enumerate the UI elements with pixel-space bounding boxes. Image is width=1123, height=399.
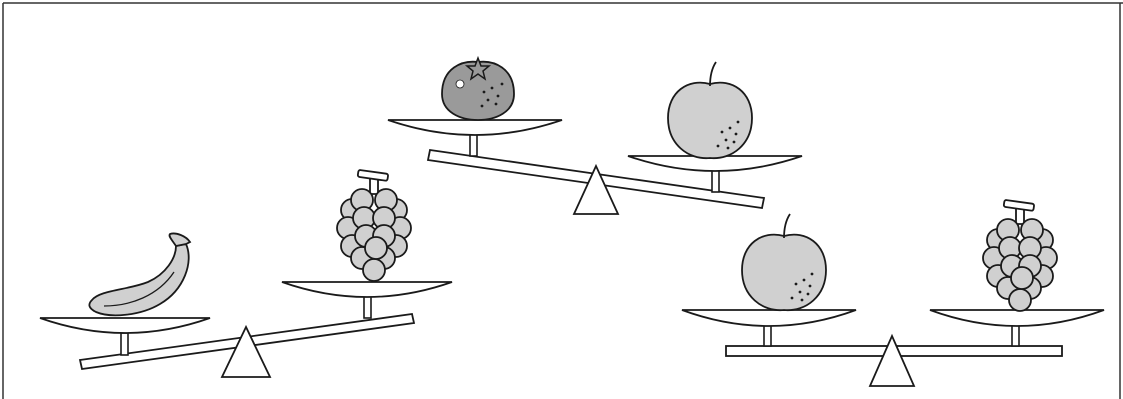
- pan-right-right: [930, 310, 1104, 326]
- pan-top-left: [388, 120, 562, 135]
- grapes-icon: [983, 200, 1057, 311]
- scale-left: [40, 170, 452, 377]
- scale-right: [682, 200, 1104, 386]
- persimmon-icon: [442, 58, 514, 120]
- pan-left-right: [282, 282, 452, 297]
- pan-left-left: [40, 318, 210, 333]
- grapes-icon: [337, 170, 411, 281]
- scale-top: [388, 58, 802, 214]
- pan-right-left: [682, 310, 856, 326]
- fulcrum-right: [870, 336, 914, 386]
- apple-icon: [742, 214, 826, 310]
- apple-icon: [668, 62, 752, 158]
- frame: [3, 3, 1123, 399]
- banana-icon: [89, 233, 190, 315]
